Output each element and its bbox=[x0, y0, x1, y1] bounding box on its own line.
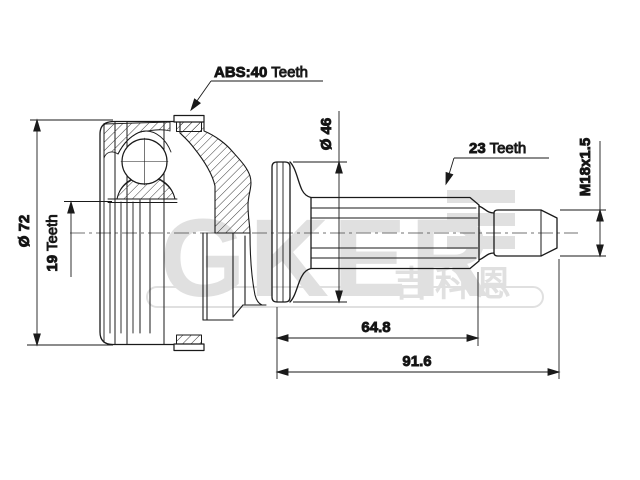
dimension-total-length bbox=[275, 259, 561, 379]
label-teeth19: 19 Teeth bbox=[44, 214, 61, 271]
arrowhead bbox=[547, 368, 561, 376]
dimension-dia46 bbox=[293, 111, 347, 304]
arrowhead bbox=[275, 368, 289, 376]
watermark-logo bbox=[447, 190, 515, 249]
arrowhead bbox=[33, 333, 41, 347]
cv-joint-housing bbox=[99, 114, 267, 352]
shaft-neck bbox=[478, 205, 495, 214]
dimension-dia72 bbox=[27, 118, 113, 347]
arrowhead bbox=[445, 171, 454, 186]
dimensions: Ø 72 19 Teeth ABS:40 Teeth Ø 46 bbox=[16, 64, 606, 379]
dimension-spline-length bbox=[275, 272, 480, 379]
ball-bearing bbox=[120, 137, 169, 186]
label-spline-length: 64.8 bbox=[361, 319, 390, 336]
abs-ring-bottom bbox=[173, 334, 205, 352]
label-total-length: 91.6 bbox=[402, 353, 431, 370]
watermark-frame bbox=[146, 286, 544, 308]
watermark-cjk-text: 吉科恩 bbox=[394, 265, 517, 304]
label-thread: M18x1.5 bbox=[577, 138, 594, 196]
arrowhead bbox=[596, 208, 604, 222]
inner-spline-bore-lines bbox=[109, 201, 134, 334]
abs-ring-top bbox=[173, 114, 205, 132]
arrowhead bbox=[335, 160, 343, 174]
threaded-end bbox=[493, 209, 558, 257]
arrowhead bbox=[466, 334, 480, 342]
stub-shaft bbox=[271, 161, 558, 303]
watermark: GKER 吉科恩 bbox=[146, 190, 544, 320]
label-dia72: Ø 72 bbox=[16, 215, 33, 248]
arrowhead bbox=[67, 200, 75, 214]
dimension-thread bbox=[560, 141, 606, 258]
arrowhead bbox=[190, 98, 201, 112]
arrowhead bbox=[33, 118, 41, 132]
leader-abs bbox=[190, 80, 323, 112]
label-dia46: Ø 46 bbox=[318, 118, 335, 151]
arrowhead bbox=[275, 334, 289, 342]
arrowhead bbox=[596, 244, 604, 258]
housing-wall-section bbox=[179, 121, 252, 234]
housing-mouth-steps bbox=[202, 232, 267, 321]
leader-teeth23 bbox=[445, 157, 549, 186]
dimension-teeth19 bbox=[64, 200, 112, 277]
label-teeth23: 23 Teeth bbox=[469, 140, 526, 157]
arrowhead bbox=[335, 290, 343, 304]
housing-outline bbox=[99, 120, 175, 346]
label-abs-teeth: ABS:40 Teeth bbox=[214, 64, 308, 81]
shaft-flange bbox=[271, 161, 291, 303]
